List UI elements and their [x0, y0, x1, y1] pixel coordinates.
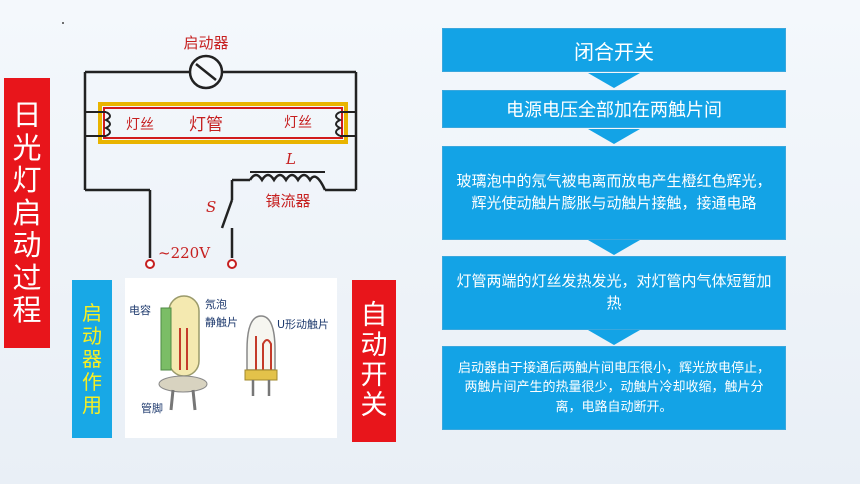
left-title-char: 过: [12, 260, 42, 295]
starter-role-box: 启 动 器 作 用: [72, 280, 112, 438]
left-title-char: 动: [12, 228, 42, 263]
voltage-label: ~220V: [158, 244, 211, 262]
starter-role-char: 动: [82, 323, 102, 348]
flow-step-text: 启动器由于接通后两触片间电压很小，辉光放电停止，两触片间产生的热量很少，动触片冷…: [457, 360, 770, 415]
flow-step-text: 电源电压全部加在两触片间: [506, 100, 722, 121]
flow-arrow-icon: [588, 330, 640, 345]
switch-symbol: S: [206, 198, 216, 216]
starter-role-char: 用: [82, 392, 102, 417]
auto-switch-char: 关: [360, 390, 388, 422]
flow-step-4: 灯管两端的灯丝发热发光，对灯管内气体短暂加热: [442, 256, 786, 330]
neon-bulb-shape: [246, 315, 276, 371]
terminal-right-icon: [227, 259, 237, 269]
tube-label: 灯管: [189, 115, 223, 135]
pins-label: 管脚: [141, 401, 163, 415]
starter-role-char: 启: [82, 300, 102, 325]
starter-role-char: 作: [82, 369, 102, 394]
filament-left-label: 灯丝: [126, 117, 154, 133]
flow-arrow-icon: [588, 129, 640, 144]
flow-step-text: 玻璃泡中的氖气被电离而放电产生橙红色辉光，辉光使动触片膨胀与动触片接触，接通电路: [456, 172, 772, 212]
ballast-label: 镇流器: [265, 192, 310, 210]
base-shape: [158, 375, 208, 393]
ballast-coil-icon: [248, 173, 327, 191]
starter-role-char: 器: [82, 346, 102, 371]
auto-switch-char: 自: [360, 299, 388, 331]
flow-step-1: 闭合开关: [442, 28, 786, 72]
left-title-char: 程: [12, 293, 42, 328]
auto-switch-char: 开: [360, 360, 388, 391]
left-title-char: 光: [12, 130, 42, 165]
starter-label: 启动器: [183, 34, 228, 52]
tube-outline: [98, 102, 348, 144]
flow-step-2: 电源电压全部加在两触片间: [442, 90, 786, 128]
flow-step-5: 启动器由于接通后两触片间电压很小，辉光放电停止，两触片间产生的热量很少，动触片冷…: [442, 346, 786, 430]
flow-step-text: 闭合开关: [574, 39, 654, 64]
decor-dot: [62, 22, 64, 24]
u-contact-label: U形动触片: [277, 317, 329, 331]
filament-left-icon: [103, 111, 111, 137]
switch-lever: [220, 199, 234, 229]
outer-bulb-shape: [168, 295, 200, 377]
starter-illustration: 电容 氖泡 静触片 U形动触片 管脚: [129, 295, 329, 415]
auto-switch-char: 动: [360, 329, 388, 361]
capacitor-label: 电容: [129, 303, 151, 317]
flow-step-text: 灯管两端的灯丝发热发光，对灯管内气体短暂加热: [456, 272, 772, 312]
starter-photo: 电容 氖泡 静触片 U形动触片 管脚: [125, 278, 337, 438]
flow-arrow-icon: [588, 73, 640, 88]
circuit-diagram: 启动器 灯丝 灯管 灯丝 L 镇流器 S ~220V: [83, 34, 358, 269]
neon-bulb-label: 氖泡: [205, 297, 227, 311]
starter-contact: [195, 63, 217, 81]
static-contact-label: 静触片: [205, 315, 238, 329]
terminal-left-icon: [145, 259, 155, 269]
inductor-symbol: L: [285, 150, 296, 168]
filament-right-label: 灯丝: [284, 115, 312, 131]
flow-step-3: 玻璃泡中的氖气被电离而放电产生橙红色辉光，辉光使动触片膨胀与动触片接触，接通电路: [442, 146, 786, 240]
left-title-char: 日: [12, 98, 42, 133]
auto-switch-box: 自 动 开 关: [352, 280, 396, 442]
filament-right-icon: [335, 111, 343, 137]
left-title-char: 灯: [12, 163, 42, 198]
left-title-char: 启: [12, 195, 42, 230]
tube-inner: [103, 107, 343, 139]
left-title-box: 日 光 灯 启 动 过 程: [4, 78, 50, 348]
capacitor-shape: [160, 307, 172, 371]
flow-arrow-icon: [588, 240, 640, 255]
